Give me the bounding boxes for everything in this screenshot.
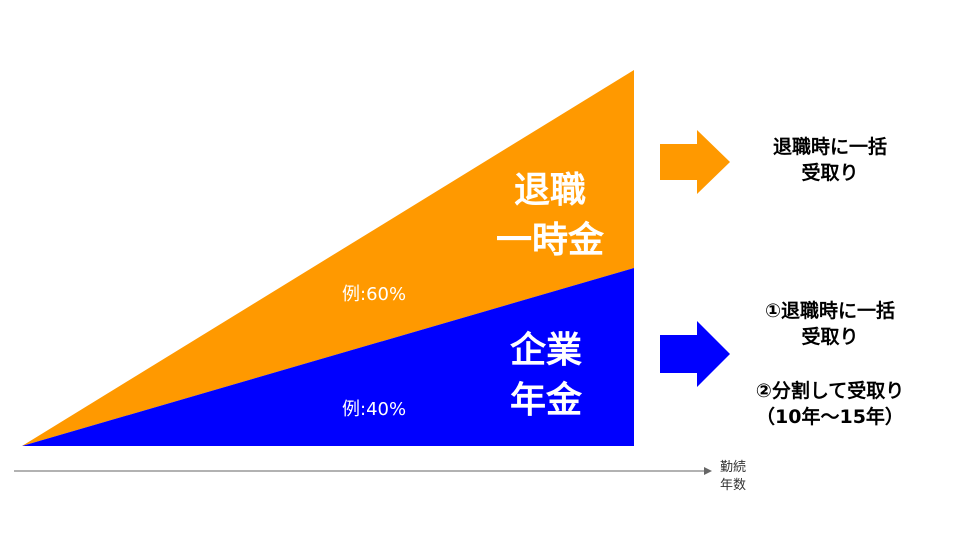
years-axis-label-line2: 年数 [720, 478, 747, 493]
arrow-right-icon [660, 321, 730, 387]
arrow-right-icon [660, 130, 730, 194]
pension-option-2-line1: ②分割して受取り [755, 380, 905, 402]
pension-option-1: ①退職時に一括 受取り [740, 298, 920, 350]
pension-title-line2: 年金 [509, 380, 582, 421]
pension-option-1-line1: ①退職時に一括 [764, 300, 896, 322]
years-axis-label: 勤続 年数 [720, 459, 746, 495]
pension-option-2-line2: （10年～15年） [756, 406, 904, 428]
lump-sum-description: 退職時に一括 受取り [740, 134, 920, 186]
lump-sum-title-line1: 退職 [513, 170, 586, 211]
lump-sum-title-line2: 一時金 [495, 220, 604, 261]
lump-sum-description-line2: 受取り [801, 162, 859, 184]
pension-title-line1: 企業 [509, 330, 582, 371]
lump-sum-region [22, 70, 634, 446]
pension-option-2: ②分割して受取り （10年～15年） [735, 378, 925, 430]
lump-sum-description-line1: 退職時に一括 [772, 136, 887, 158]
pension-title: 企業 年金 [476, 326, 616, 426]
axis-arrowhead-icon [704, 467, 712, 475]
pension-ratio: 例:40% [342, 399, 407, 420]
pension-region [22, 268, 634, 446]
lump-sum-title: 退職 一時金 [480, 166, 620, 266]
pension-option-1-line2: 受取り [801, 326, 859, 348]
lump-sum-ratio: 例:60% [342, 284, 407, 305]
years-axis-label-line1: 勤続 [720, 460, 747, 475]
